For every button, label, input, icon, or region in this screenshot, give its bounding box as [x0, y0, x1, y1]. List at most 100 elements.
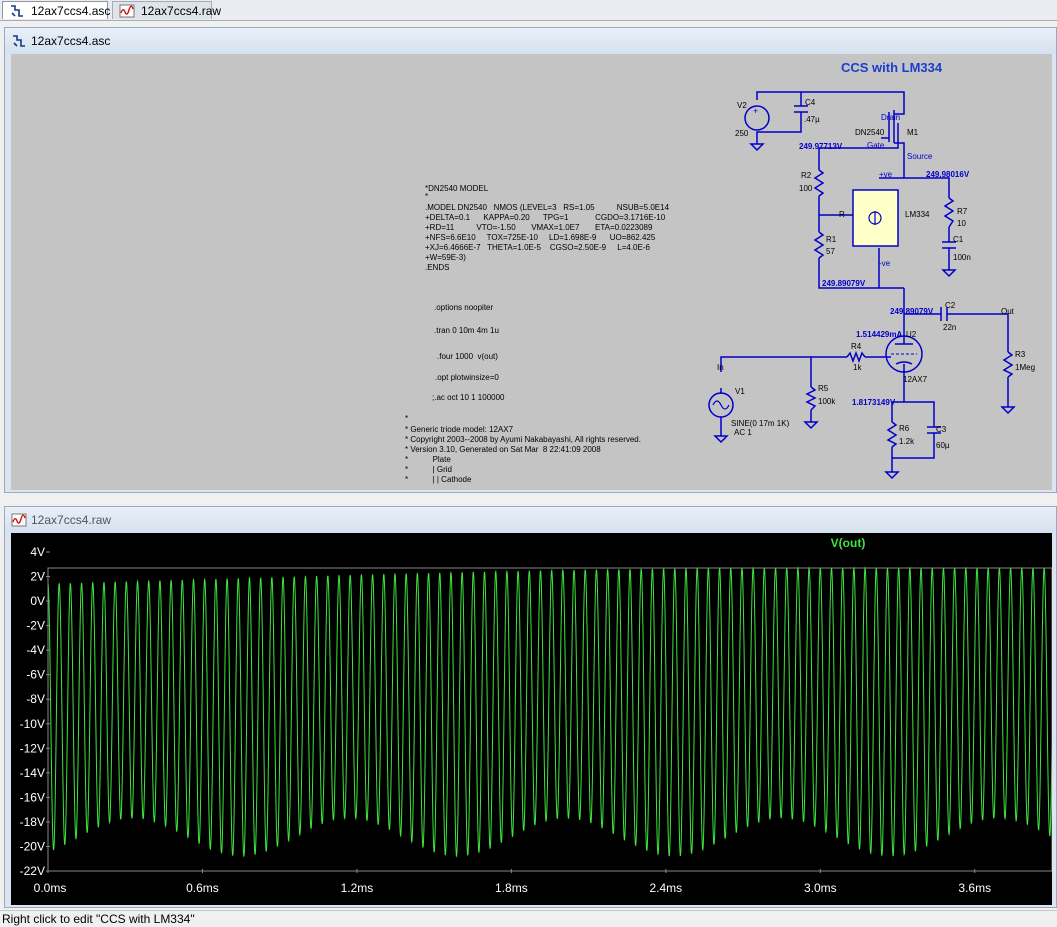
comment-line: * | Grid: [405, 465, 452, 474]
r7-label: R7: [957, 207, 968, 216]
lm334-pin-r: R: [839, 210, 845, 219]
c2-label: C2: [945, 301, 956, 310]
r3-label: R3: [1015, 350, 1026, 359]
waveform-plot[interactable]: V(out) 4V2V0V-2V-4V-6V-8V-10V-12V-14V-16…: [11, 533, 1052, 905]
ground-symbols: [713, 143, 1016, 480]
tab-schematic-label: 12ax7ccs4.asc: [31, 4, 111, 18]
comment-line: * | | Cathode: [405, 475, 472, 484]
c1-label: C1: [953, 235, 964, 244]
x-tick-label: 2.4ms: [650, 881, 683, 895]
m1-drain-label: Drain: [881, 113, 900, 122]
directive-ac[interactable]: ;.ac oct 10 1 100000: [432, 393, 505, 402]
y-tick-label: -2V: [26, 619, 45, 633]
resistor-r4[interactable]: R4 1k: [846, 342, 866, 372]
op-label-plate[interactable]: 249.89079V: [890, 307, 934, 316]
r5-label: R5: [818, 384, 829, 393]
v1-sine-icon: [712, 400, 730, 410]
c3-value: 60µ: [936, 441, 950, 450]
source-v1[interactable]: V1 SINE(0 17m 1K) AC 1: [708, 387, 790, 437]
x-tick-label: 1.2ms: [341, 881, 374, 895]
m1-gate-label: Gate: [867, 141, 885, 150]
r6-label: R6: [899, 424, 910, 433]
schematic-heading[interactable]: CCS with LM334: [841, 60, 943, 75]
x-tick-label: 0.0ms: [34, 881, 67, 895]
lm334-pin-pos: +ve: [879, 170, 893, 179]
tab-waveform[interactable]: 12ax7ccs4.raw: [112, 1, 221, 19]
directive-tran[interactable]: .tran 0 10m 4m 1u: [434, 326, 499, 335]
trace-vout[interactable]: [47, 566, 1052, 858]
comment-line: * Copyright 2003--2008 by Ayumi Nakabaya…: [405, 435, 641, 444]
x-tick-label: 0.6ms: [186, 881, 219, 895]
lm334-label: LM334: [905, 210, 930, 219]
y-tick-label: 2V: [30, 570, 45, 584]
spice-line: +NFS=6.6E10 TOX=725E-10 LD=1.698E-9 UO=8…: [425, 233, 656, 242]
plot-background: [11, 533, 1052, 905]
c4-value: .47µ: [804, 115, 820, 124]
y-tick-label: -18V: [20, 815, 45, 829]
r6-value: 1.2k: [899, 437, 915, 446]
x-tick-label: 3.0ms: [804, 881, 837, 895]
capacitor-c1[interactable]: C1 100n: [942, 235, 971, 262]
waveform-window-title-text: 12ax7ccs4.raw: [31, 513, 112, 527]
v2-value: 250: [735, 129, 749, 138]
net-label-in[interactable]: In: [717, 363, 724, 372]
y-tick-label: -20V: [20, 839, 45, 853]
op-label-cathode[interactable]: 1.8173149V: [852, 398, 896, 407]
triode-model-comment[interactable]: * * Generic triode model: 12AX7 * Copyri…: [405, 414, 641, 484]
spice-line: .MODEL DN2540 NMOS (LEVEL=3 RS=1.05 NSUB…: [425, 203, 670, 212]
comment-line: *: [405, 414, 408, 423]
source-v2[interactable]: + V2 250: [735, 101, 770, 138]
spice-line: *: [425, 192, 428, 201]
resistor-r5[interactable]: R5 100k: [805, 384, 836, 411]
waveform-window-title: 12ax7ccs4.raw: [5, 507, 1056, 533]
spice-model-text[interactable]: *DN2540 MODEL * .MODEL DN2540 NMOS (LEVE…: [425, 184, 670, 272]
r1-label: R1: [826, 235, 837, 244]
trace-label-vout[interactable]: V(out): [831, 536, 866, 550]
op-label-gate[interactable]: 249.97713V: [799, 142, 843, 151]
schematic-canvas[interactable]: CCS with LM334 *DN2540 MODEL * .MODEL DN…: [11, 54, 1052, 490]
r2-label: R2: [801, 171, 812, 180]
resistor-r6[interactable]: R6 1.2k: [886, 421, 915, 448]
capacitor-c3[interactable]: C3 60µ: [927, 425, 950, 450]
y-tick-label: -16V: [20, 790, 45, 804]
r4-value: 1k: [853, 363, 862, 372]
spice-line: +DELTA=0.1 KAPPA=0.20 TPG=1 CGDO=3.1716E…: [425, 213, 666, 222]
v2-plus-icon: +: [753, 106, 758, 116]
u2-value: 12AX7: [903, 375, 928, 384]
resistor-r7[interactable]: R7 10: [943, 197, 968, 228]
v1-circle: [708, 392, 734, 418]
comment-line: * Version 3.10, Generated on Sat Mar 8 2…: [405, 445, 601, 454]
schematic-window-title-text: 12ax7ccs4.asc: [31, 34, 111, 48]
y-tick-label: -8V: [26, 692, 45, 706]
v2-circle: [744, 105, 770, 131]
resistor-r3[interactable]: R3 1Meg: [1002, 350, 1035, 378]
triode-u2[interactable]: U2 12AX7: [885, 330, 928, 384]
waveform-icon: [11, 513, 27, 527]
directive-four[interactable]: .four 1000 v(out): [437, 352, 498, 361]
m1-model-label: DN2540: [855, 128, 885, 137]
tab-schematic[interactable]: 12ax7ccs4.asc: [2, 1, 111, 19]
resistor-r1[interactable]: R1 57: [813, 231, 837, 259]
m1-source-label: Source: [907, 152, 933, 161]
op-label-plate-current[interactable]: 1.514429mA: [856, 330, 902, 339]
capacitor-c2[interactable]: C2 22n: [940, 301, 956, 332]
mosfet-m1[interactable]: Drain DN2540 M1 Gate Source: [855, 102, 933, 161]
schematic-window-title: 12ax7ccs4.asc: [5, 28, 1056, 54]
op-label-source[interactable]: 249.98016V: [926, 170, 970, 179]
y-tick-label: -14V: [20, 766, 45, 780]
directive-opt[interactable]: .opt plotwinsize=0: [435, 373, 499, 382]
y-tick-label: -4V: [26, 643, 45, 657]
r1-value: 57: [826, 247, 835, 256]
capacitor-c4[interactable]: C4 .47µ: [794, 98, 820, 124]
spice-line: +XJ=6.4666E-7 THETA=1.0E-5 CGSO=2.50E-9 …: [425, 243, 650, 252]
directive-options[interactable]: .options noopiter: [434, 303, 493, 312]
ic-lm334[interactable]: R +ve -ve LM334: [839, 170, 930, 268]
r4-label: R4: [851, 342, 862, 351]
op-label-neg[interactable]: 249.89079V: [822, 279, 866, 288]
resistor-r2[interactable]: R2 100: [799, 169, 825, 197]
v1-value: SINE(0 17m 1K): [731, 419, 790, 428]
r7-value: 10: [957, 219, 966, 228]
net-label-out[interactable]: Out: [1001, 307, 1015, 316]
spice-line: +W=59E-3): [425, 253, 466, 262]
